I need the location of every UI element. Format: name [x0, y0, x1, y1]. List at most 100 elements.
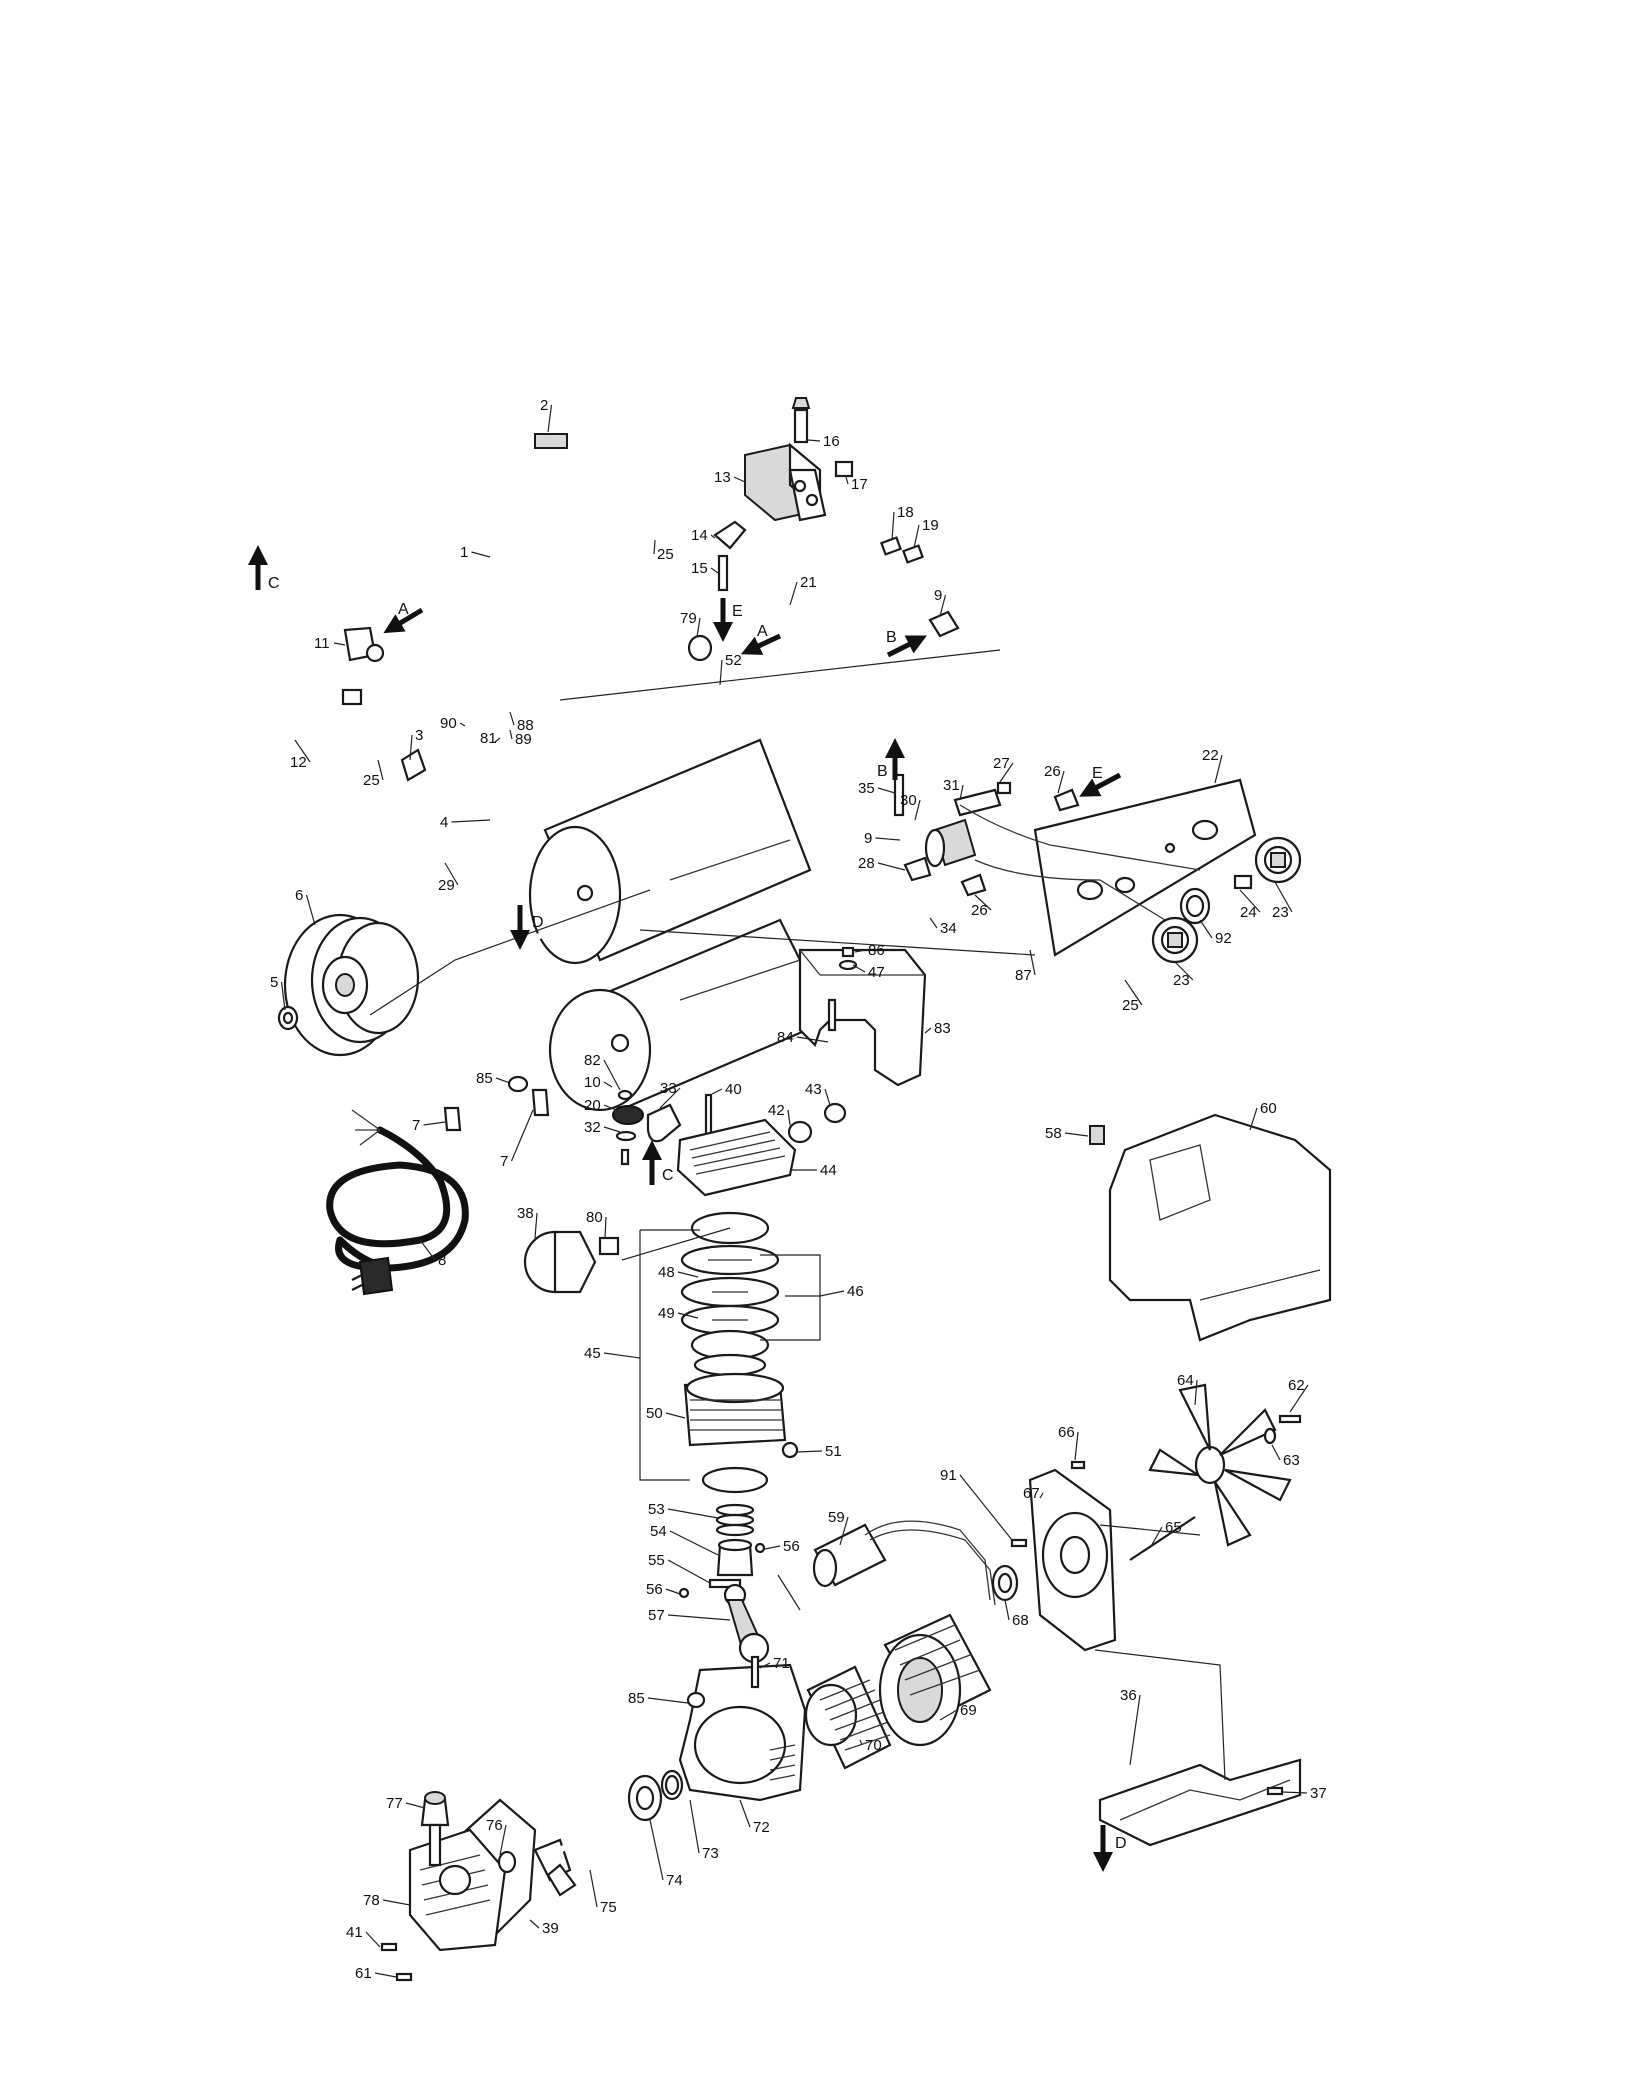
- callout-c33: 33: [659, 1080, 681, 1109]
- callout-number: 67: [1023, 1485, 1040, 1502]
- arrow-A-upper: A: [383, 601, 424, 634]
- callout-leader: [807, 439, 821, 442]
- callout-c27: 27: [993, 755, 1014, 783]
- callout-number: 77: [386, 1795, 403, 1812]
- arrow-C-lower: C: [642, 1140, 674, 1185]
- callout-leader: [444, 862, 459, 886]
- callout-number: 62: [1288, 1377, 1305, 1394]
- callout-leader: [603, 1104, 617, 1111]
- callout-c68: 68: [1004, 1599, 1029, 1629]
- callout-number: 92: [1215, 930, 1232, 947]
- callout-leader: [824, 1088, 831, 1106]
- callout-number: 24: [1240, 904, 1257, 921]
- callout-leader: [1029, 949, 1036, 976]
- callout-leader: [534, 1212, 538, 1239]
- callout-c92: 92: [1199, 919, 1232, 947]
- callout-leader: [419, 1239, 436, 1261]
- callout-leader: [374, 1972, 397, 1978]
- callout-leader: [819, 1290, 845, 1297]
- callout-number: 32: [584, 1119, 601, 1136]
- callout-c38: 38: [517, 1205, 538, 1239]
- end-bell-67: [1028, 1468, 1117, 1652]
- callout-leader: [891, 511, 895, 541]
- callout-number: 7: [500, 1153, 508, 1170]
- callout-c40: 40: [711, 1081, 742, 1098]
- callout-leader: [939, 1709, 958, 1721]
- callout-c82: 82: [584, 1052, 621, 1091]
- hoses-to-gauges: [959, 804, 1201, 921]
- crankshaft-75: [533, 1812, 627, 1897]
- callout-c65: 65: [1149, 1519, 1182, 1549]
- callout-c53: 53: [648, 1501, 719, 1519]
- callout-number: 37: [1310, 1785, 1327, 1802]
- callout-c1: 1: [460, 544, 491, 561]
- bearing-74: [627, 1774, 663, 1822]
- callout-leader: [382, 1899, 411, 1906]
- callout-number: 10: [584, 1074, 601, 1091]
- arrow-B-up-label: B: [877, 763, 888, 780]
- filter-38: [523, 1230, 597, 1294]
- callout-leader: [280, 981, 286, 1011]
- callout-number: 91: [940, 1467, 957, 1484]
- ring-73: [660, 1769, 684, 1801]
- callout-number: 13: [714, 469, 731, 486]
- callout-number: 45: [584, 1345, 601, 1362]
- callout-leader: [914, 799, 921, 821]
- callout-c71: 71: [759, 1655, 790, 1672]
- callout-number: 6: [295, 887, 303, 904]
- callout-c34: 34: [929, 917, 957, 937]
- callout-c15: 15: [691, 560, 719, 577]
- callout-number: 43: [805, 1081, 822, 1098]
- callout-c75: 75: [589, 1869, 617, 1916]
- callout-c85b: 85: [628, 1690, 689, 1707]
- callout-c72: 72: [739, 1799, 770, 1836]
- seal-76: [497, 1850, 517, 1874]
- callout-c18: 18: [891, 504, 914, 541]
- callout-c62: 62: [1288, 1377, 1309, 1413]
- callout-leader: [510, 1109, 534, 1162]
- callout-c23b: 23: [1173, 961, 1194, 989]
- callout-number: 11: [314, 635, 330, 652]
- callout-leader: [649, 1819, 664, 1881]
- handle-assembly: [485, 433, 625, 700]
- callout-c81: 81: [480, 730, 501, 747]
- screw-71: [750, 1655, 760, 1689]
- fitting-42: [787, 1120, 813, 1144]
- callout-leader: [1174, 961, 1194, 981]
- callout-c77: 77: [386, 1795, 426, 1812]
- callout-leader: [710, 534, 716, 539]
- callout-leader: [665, 1412, 686, 1419]
- callout-leader: [1214, 754, 1223, 784]
- callout-c32: 32: [584, 1119, 621, 1136]
- callout-c55: 55: [648, 1552, 711, 1584]
- arrow-E-upper-label: E: [732, 603, 743, 620]
- callout-c64: 64: [1177, 1372, 1198, 1406]
- callout-leader: [459, 722, 466, 727]
- arrow-D-lower: D: [1093, 1825, 1127, 1872]
- callout-leader: [1194, 1379, 1198, 1406]
- belt-guard-83: [798, 948, 927, 1087]
- callout-number: 2: [540, 397, 548, 414]
- callout-leader: [1149, 1526, 1163, 1549]
- elbow-33: [646, 1103, 682, 1143]
- callout-number: 33: [660, 1080, 677, 1097]
- callout-leader: [659, 1087, 681, 1109]
- callout-c22: 22: [1202, 747, 1223, 784]
- callout-c85a: 85: [476, 1070, 511, 1087]
- callout-c14: 14: [691, 527, 716, 544]
- callout-leader: [667, 1559, 711, 1584]
- callout-leader: [509, 711, 515, 726]
- pressure-switch: [744, 397, 827, 522]
- callout-number: 75: [600, 1899, 617, 1916]
- callout-c11: 11: [314, 635, 346, 652]
- callout-leader: [1057, 770, 1065, 794]
- callout-c80: 80: [586, 1209, 607, 1239]
- callout-c25c: 25: [1122, 979, 1143, 1014]
- callout-leader: [677, 1312, 699, 1319]
- stator-69: [878, 1613, 992, 1747]
- callout-number: 85: [628, 1690, 645, 1707]
- callout-leader: [739, 1799, 751, 1828]
- callout-c84: 84: [777, 1029, 829, 1046]
- callout-number: 31: [943, 777, 960, 794]
